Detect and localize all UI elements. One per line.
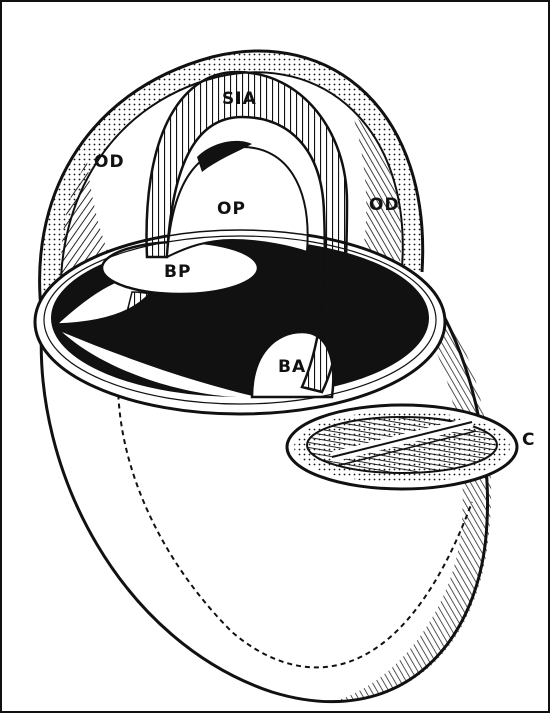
label-op: OP (217, 199, 246, 219)
label-od-right: OD (369, 195, 400, 215)
label-od-left: OD (94, 152, 125, 172)
label-sia: SIA (222, 89, 257, 109)
label-bp: BP (164, 262, 191, 282)
label-ba: BA (278, 357, 306, 377)
label-siv: SIV (140, 312, 175, 332)
label-c: C (522, 430, 535, 450)
